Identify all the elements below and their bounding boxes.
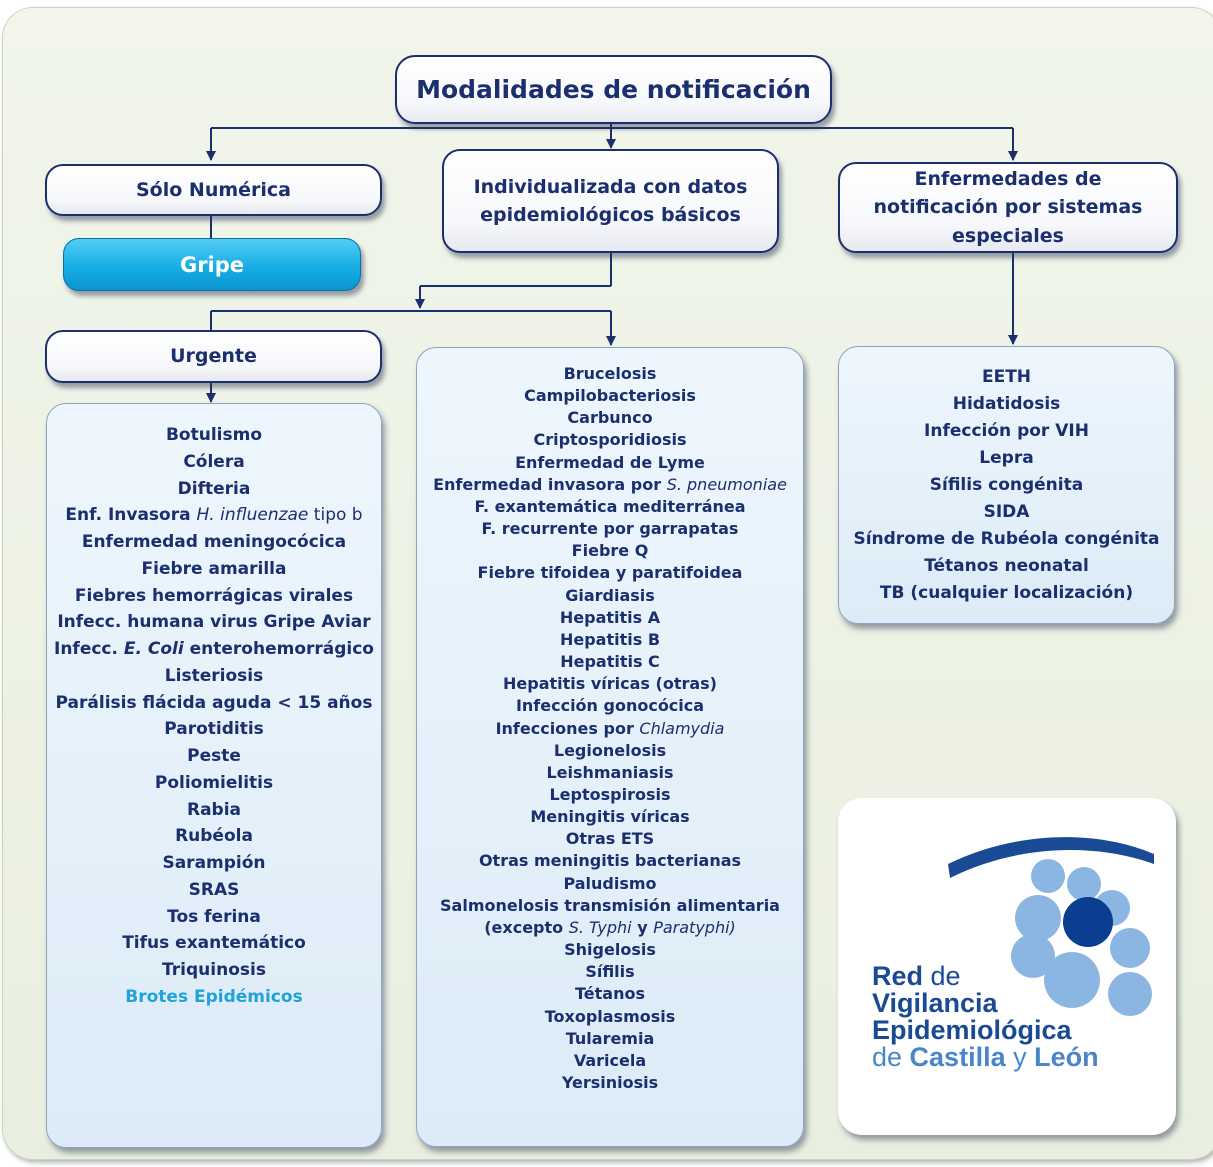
disease-item: Fiebre tifoidea y paratifoidea: [477, 563, 743, 583]
disease-item: Toxoplasmosis: [544, 1006, 676, 1026]
disease-item: Tifus exantemático: [122, 933, 306, 954]
logo-graphic: [948, 837, 1154, 1016]
disease-item: Sífilis congénita: [929, 475, 1084, 495]
disease-item: Carbunco: [567, 408, 653, 428]
disease-item-part: Infecciones por: [495, 718, 640, 738]
disease-item: Fiebres hemorrágicas virales: [74, 585, 354, 606]
disease-item: TB (cualquier localización): [879, 583, 1134, 603]
disease-item: SIDA: [983, 502, 1030, 522]
disease-item: Cólera: [183, 451, 245, 472]
disease-item: Leishmaniasis: [546, 762, 674, 782]
disease-item: (excepto S. Typhi y Paratyphi): [417, 917, 803, 939]
individual-node: Individualizada con datos epidemiológico…: [442, 149, 779, 253]
gripe-node: Gripe: [63, 238, 361, 291]
disease-item: Tularemia: [565, 1028, 655, 1048]
disease-item: Otras meningitis bacterianas: [478, 851, 742, 871]
root-node: Modalidades de notificación: [395, 55, 832, 124]
disease-item: Tétanos neonatal: [924, 556, 1089, 576]
disease-item: F. exantemática mediterránea: [474, 496, 746, 516]
disease-item: Yersiniosis: [561, 1073, 659, 1092]
disease-item: Campilobacteriosis: [524, 386, 696, 406]
disease-item: SRAS: [188, 879, 240, 900]
disease-item: Poliomielitis: [154, 772, 274, 793]
disease-item-part: S. pneumoniae: [666, 474, 787, 494]
disease-item: Salmonelosis transmisión alimentaria: [440, 895, 780, 915]
logo-epidemiologica: Epidemiológica: [872, 1015, 1072, 1045]
disease-item: Tétanos: [575, 984, 645, 1004]
disease-item: Meningitis víricas: [530, 807, 690, 827]
disease-item: Enf. Invasora H. influenzae tipo b: [47, 502, 381, 529]
disease-item: Criptosporidiosis: [533, 430, 687, 450]
disease-item: EETH: [981, 367, 1032, 387]
disease-item: Leptospirosis: [549, 784, 671, 804]
numeric-node: Sólo Numérica: [45, 164, 382, 216]
disease-item: Sífilis: [585, 962, 635, 982]
disease-item: Lepra: [979, 448, 1034, 468]
logo-y: y: [1005, 1042, 1035, 1072]
disease-item: Giardiasis: [565, 585, 655, 605]
disease-item: Brotes Epidémicos: [125, 986, 303, 1007]
disease-item: Brucelosis: [563, 364, 657, 383]
special-node: Enfermedades de notificación por sistema…: [838, 162, 1178, 253]
disease-item: Infección por VIH: [924, 421, 1089, 441]
disease-item: Otras ETS: [565, 829, 655, 849]
disease-item-part: enterohemorrágico: [183, 639, 374, 659]
disease-item: Difteria: [177, 478, 251, 499]
disease-item: Infección gonocócica: [515, 696, 705, 716]
disease-item: Triquinosis: [162, 960, 266, 980]
disease-item-part: (excepto: [484, 917, 569, 937]
disease-item: Botulismo: [165, 425, 263, 445]
disease-item: Shigelosis: [564, 940, 656, 960]
disease-item: Sarampión: [162, 853, 266, 873]
disease-item: Hepatitis C: [560, 652, 660, 672]
disease-item-part: Infecc.: [54, 639, 124, 659]
disease-item: Legionelosis: [553, 740, 667, 760]
disease-item: Varicela: [573, 1050, 647, 1070]
disease-item: Infecciones por Chlamydia: [417, 718, 803, 740]
disease-item: Hepatitis B: [559, 629, 661, 649]
disease-item: Listeriosis: [164, 665, 264, 686]
disease-item: Hidatidosis: [952, 394, 1061, 414]
logo-wordmark: Red de Vigilancia Epidemiológica de Cast…: [872, 963, 1099, 1071]
disease-item: Fiebre amarilla: [141, 558, 287, 579]
logo-red: Red: [872, 961, 924, 991]
disease-item-part: E. Coli: [123, 639, 184, 659]
disease-item-part: Chlamydia: [639, 718, 725, 738]
disease-item-part: tipo b: [308, 505, 363, 526]
disease-item-part: y: [631, 917, 654, 937]
disease-item-part: Enfermedad invasora por: [433, 474, 667, 494]
disease-item: Enfermedad meningocócica: [81, 532, 347, 552]
disease-item: Enfermedad invasora por S. pneumoniae: [417, 474, 803, 496]
disease-item: Parotiditis: [164, 719, 264, 740]
logo-de: de: [923, 961, 961, 991]
logo-castilla: Castilla: [909, 1042, 1006, 1072]
disease-item: Infecc. humana virus Gripe Aviar: [57, 612, 371, 633]
disease-item-part: Paratyphi): [653, 917, 736, 937]
disease-item-part: Enf. Invasora: [65, 505, 197, 526]
disease-item: Fiebre Q: [571, 541, 649, 561]
disease-item: Tos ferina: [167, 906, 261, 927]
disease-item-part: S. Typhi: [568, 917, 632, 937]
urgent-node: Urgente: [45, 330, 382, 383]
logo-leon: León: [1034, 1042, 1099, 1072]
disease-item: F. recurrente por garrapatas: [481, 519, 739, 539]
disease-item: Infecc. E. Coli enterohemorrágico: [47, 636, 381, 663]
disease-item: Rubéola: [175, 826, 253, 847]
logo-panel: Red de Vigilancia Epidemiológica de Cast…: [838, 798, 1176, 1135]
disease-item: Hepatitis A: [559, 607, 661, 627]
logo-de2: de: [872, 1042, 910, 1072]
disease-item: Síndrome de Rubéola congénita: [853, 529, 1160, 549]
disease-item: Rabia: [186, 799, 242, 820]
disease-item: Enfermedad de Lyme: [515, 452, 705, 472]
disease-item-part: H. influenzae: [196, 505, 309, 526]
disease-item: Parálisis flácida aguda < 15 años: [55, 692, 373, 713]
disease-item: Peste: [187, 746, 241, 766]
disease-item: Paludismo: [563, 873, 657, 893]
logo-vigilancia: Vigilancia: [872, 988, 998, 1018]
disease-item: Hepatitis víricas (otras): [503, 674, 717, 694]
